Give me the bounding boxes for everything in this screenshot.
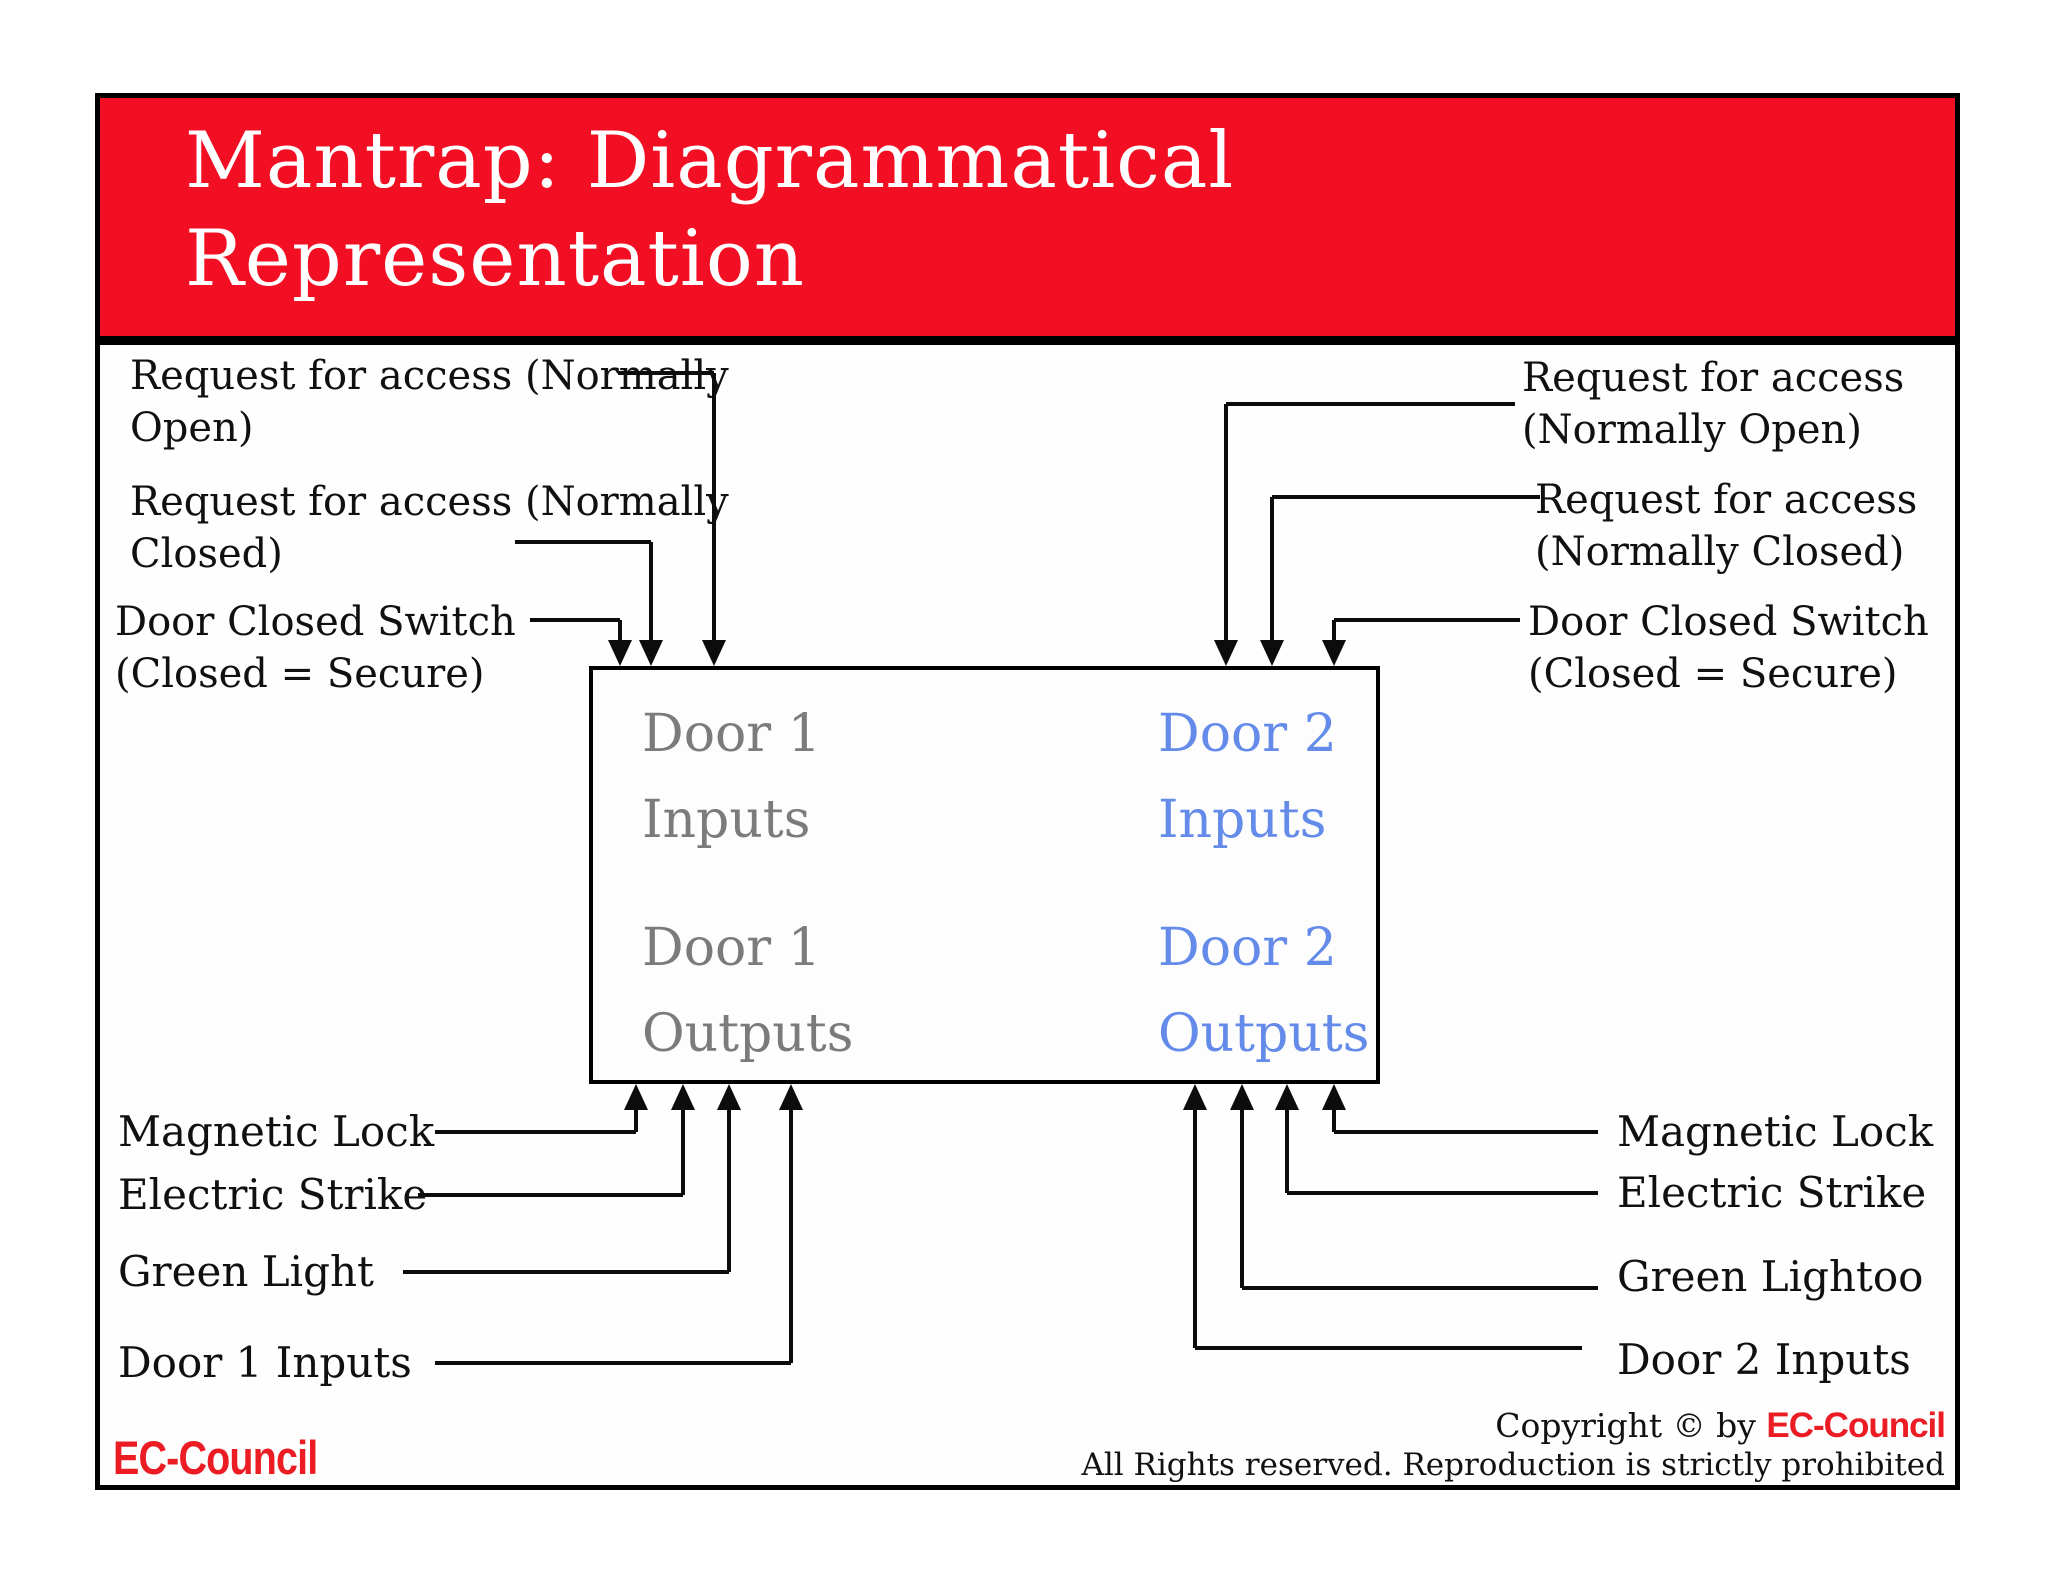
connector-magnetic-lock-left (634, 1106, 638, 1132)
door1-inputs-label: Inputs (642, 790, 811, 850)
connector-door-1-inputs-left (435, 1361, 791, 1365)
connector-request-open-left-arrowhead (702, 640, 726, 666)
connector-request-open-right (1224, 404, 1228, 646)
connector-magnetic-lock-right-arrowhead (1322, 1084, 1346, 1110)
connector-door-closed-switch-left-arrowhead (608, 640, 632, 666)
label-door-closed-switch-right: Door Closed Switch (Closed = Secure) (1528, 599, 1929, 697)
door1-outputs-label: Outputs (642, 1004, 854, 1064)
connector-request-closed-right-arrowhead (1260, 640, 1284, 666)
connector-door-closed-switch-right (1332, 620, 1336, 646)
label-request-open-left: Request for access (Normally Open) (130, 353, 729, 451)
door2-outputs-label: Outputs (1158, 1004, 1370, 1064)
connector-green-light-left (727, 1106, 731, 1272)
page-title-line2: Representation (185, 214, 806, 304)
connector-request-open-left (712, 373, 716, 646)
connector-magnetic-lock-right (1334, 1130, 1598, 1134)
copyright-brand: EC-Council (1766, 1406, 1946, 1445)
door2-inputs-label: Inputs (1158, 790, 1327, 850)
controller-box (589, 666, 1380, 1084)
connector-green-light-left-arrowhead (717, 1084, 741, 1110)
label-magnetic-lock-right: Magnetic Lock (1617, 1107, 1934, 1156)
connector-electric-strike-left (681, 1106, 685, 1195)
connector-magnetic-lock-left-arrowhead (624, 1084, 648, 1110)
connector-door-closed-switch-right (1334, 618, 1520, 622)
connector-green-light-right (1242, 1286, 1598, 1290)
connector-electric-strike-left (418, 1193, 683, 1197)
label-door-closed-switch-left: Door Closed Switch (Closed = Secure) (115, 599, 516, 697)
connector-magnetic-lock-left (435, 1130, 636, 1134)
connector-request-closed-right (1272, 495, 1540, 499)
connector-door-2-inputs-right (1195, 1346, 1582, 1350)
connector-request-closed-left (649, 542, 653, 646)
connector-request-closed-right (1270, 497, 1274, 646)
label-door-1-inputs-left: Door 1 Inputs (118, 1338, 412, 1387)
connector-electric-strike-right (1285, 1106, 1289, 1193)
connector-request-open-right-arrowhead (1214, 640, 1238, 666)
connector-green-light-right-arrowhead (1230, 1084, 1254, 1110)
door1-outputs-heading: Door 1 (642, 918, 821, 978)
connector-magnetic-lock-right (1332, 1106, 1336, 1132)
ec-council-logo: EC-Council (113, 1431, 318, 1484)
connector-door-2-inputs-right-arrowhead (1183, 1084, 1207, 1110)
label-request-closed-left: Request for access (Normally Closed) (130, 479, 729, 577)
connector-request-closed-left-arrowhead (639, 640, 663, 666)
door1-inputs-heading: Door 1 (642, 704, 821, 764)
rights-line: All Rights reserved. Reproduction is str… (1081, 1447, 1945, 1483)
copyright-block: Copyright © by EC-Council All Rights res… (1081, 1406, 1946, 1484)
connector-electric-strike-right-arrowhead (1275, 1084, 1299, 1110)
label-electric-strike-right: Electric Strike (1617, 1168, 1927, 1217)
label-request-closed-right: Request for access (Normally Closed) (1535, 477, 1918, 575)
connector-door-2-inputs-right (1193, 1106, 1197, 1348)
page-title-line1: Mantrap: Diagrammatical (185, 116, 1235, 206)
connector-door-1-inputs-left (789, 1106, 793, 1363)
connector-request-open-right (1226, 402, 1515, 406)
door2-inputs-heading: Door 2 (1158, 704, 1337, 764)
label-green-light-right: Green Lightoo (1617, 1252, 1924, 1301)
label-door-2-inputs-right: Door 2 Inputs (1617, 1335, 1911, 1384)
connector-door-1-inputs-left-arrowhead (779, 1084, 803, 1110)
label-electric-strike-left: Electric Strike (118, 1170, 428, 1219)
connector-request-closed-left (515, 540, 651, 544)
connector-door-closed-switch-left (618, 620, 622, 646)
connector-electric-strike-right (1287, 1191, 1598, 1195)
connector-door-closed-switch-left (530, 618, 620, 622)
connector-green-light-left (403, 1270, 729, 1274)
copyright-line: Copyright © by EC-Council (1495, 1406, 1946, 1445)
title-banner: Mantrap: Diagrammatical Representation (95, 93, 1960, 345)
door2-outputs-heading: Door 2 (1158, 918, 1337, 978)
connector-request-open-left (618, 371, 714, 375)
connector-green-light-right (1240, 1106, 1244, 1288)
label-green-light-left: Green Light (118, 1247, 374, 1296)
connector-door-closed-switch-right-arrowhead (1322, 640, 1346, 666)
page-title: Mantrap: Diagrammatical Representation (185, 112, 1234, 308)
connector-electric-strike-left-arrowhead (671, 1084, 695, 1110)
label-request-open-right: Request for access (Normally Open) (1522, 355, 1905, 453)
label-magnetic-lock-left: Magnetic Lock (118, 1107, 435, 1156)
